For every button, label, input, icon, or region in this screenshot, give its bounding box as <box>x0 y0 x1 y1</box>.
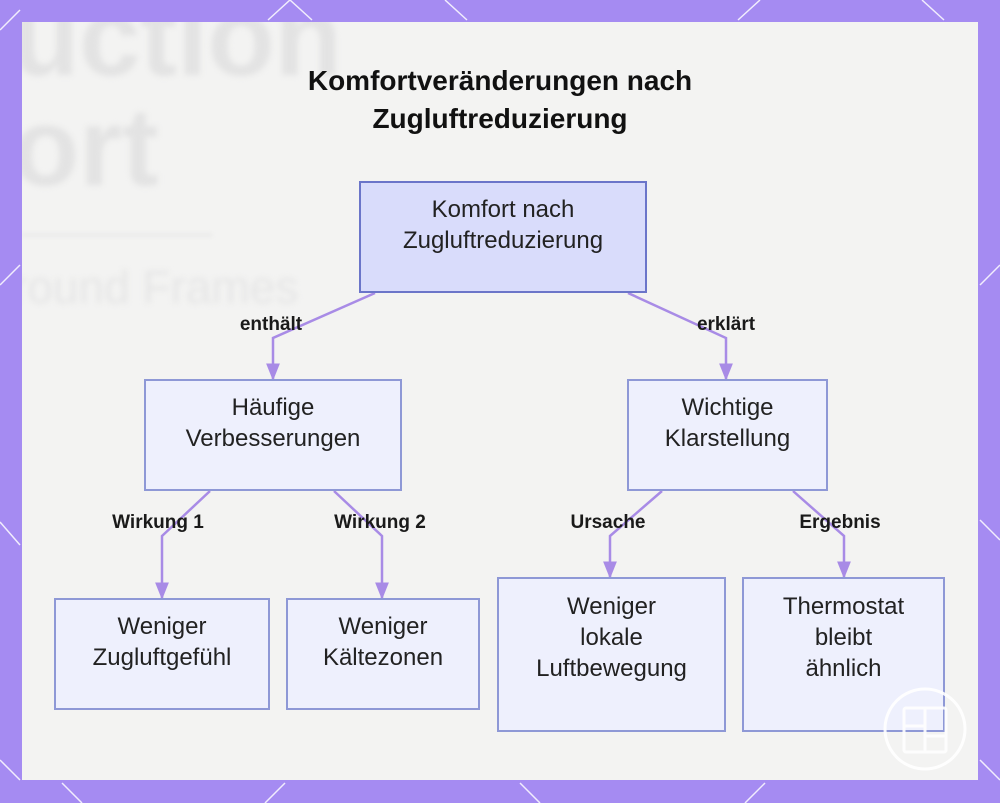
background-ghost-rule <box>22 234 212 236</box>
node-text: Verbesserungen <box>185 425 361 452</box>
diagram-title-line: Komfortveränderungen nach <box>307 65 693 96</box>
edge-clarification-to-less-air <box>603 490 663 579</box>
background-ghost-text: uction <box>22 22 342 99</box>
node-clarification: Wichtige Klarstellung <box>627 379 828 491</box>
edge-label-effect2: Wirkung 2 <box>334 512 426 533</box>
node-text: Häufige <box>231 394 315 421</box>
node-thermostat: Thermostat bleibt ähnlich <box>742 577 945 732</box>
node-text: Wichtige <box>681 394 774 421</box>
edge-root-to-clarification <box>627 291 733 381</box>
edge-label-effect1: Wirkung 1 <box>112 512 204 533</box>
edge-label-contains: enthält <box>239 314 303 335</box>
diagram-title-line: Zugluftreduzierung <box>372 103 628 134</box>
node-text: Luftbewegung <box>536 655 687 682</box>
brand-logo-icon <box>883 687 967 771</box>
node-less-air: Weniger lokale Luftbewegung <box>497 577 726 732</box>
diagram-title: Komfortveränderungen nach Zugluftreduzie… <box>200 62 800 138</box>
node-text: lokale <box>580 624 643 651</box>
node-text: Weniger <box>567 593 656 620</box>
node-text: Zugluftgefühl <box>92 644 232 671</box>
node-improvements: Häufige Verbesserungen <box>144 379 402 491</box>
node-text: Klarstellung <box>664 425 791 452</box>
node-text: Weniger <box>117 613 207 640</box>
edge-root-to-improvements <box>266 291 376 381</box>
node-text: Thermostat <box>782 593 905 620</box>
node-less-draft: Weniger Zugluftgefühl <box>54 598 270 710</box>
node-text: ähnlich <box>805 655 882 682</box>
node-less-cold: Weniger Kältezonen <box>286 598 480 710</box>
background-ghost-text: ort <box>22 86 159 209</box>
edge-label-cause: Ursache <box>570 512 646 533</box>
node-text: Zugluftreduzierung <box>402 227 604 254</box>
background-ghost-text: round Frames <box>22 261 299 313</box>
edge-label-explains: erklärt <box>696 314 756 335</box>
node-text: Weniger <box>338 613 428 640</box>
edge-improvements-to-less-cold <box>333 490 389 600</box>
edge-label-result: Ergebnis <box>799 512 881 533</box>
node-text: bleibt <box>814 624 873 651</box>
edge-clarification-to-thermostat <box>792 490 851 579</box>
node-text: Komfort nach <box>431 196 575 223</box>
edge-improvements-to-less-draft <box>155 490 211 600</box>
node-text: Kältezonen <box>322 644 444 671</box>
node-root: Komfort nach Zugluftreduzierung <box>359 181 647 293</box>
